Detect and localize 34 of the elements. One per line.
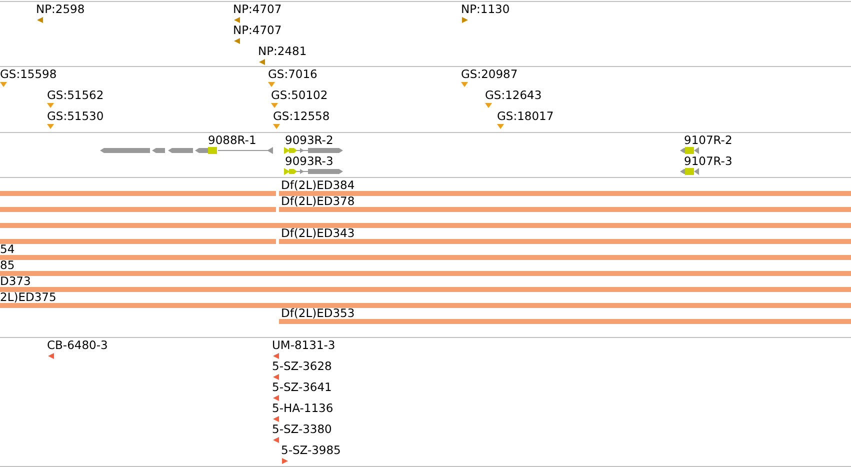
- feature-label: 5-HA-1136: [272, 402, 334, 415]
- feature-label: GS:20987: [461, 68, 518, 81]
- feature-label: NP:4707: [233, 24, 282, 37]
- feature-label: NP:2481: [258, 45, 307, 58]
- feature-label: NP:2598: [36, 3, 85, 16]
- feature-label: 2L)ED375: [0, 291, 56, 304]
- feature-label: 5-SZ-3641: [272, 381, 332, 394]
- feature-label: GS:7016: [268, 68, 318, 81]
- feature-label: 54: [0, 243, 15, 256]
- feature-label: Df(2L)ED384: [281, 179, 355, 192]
- feature-label: GS:50102: [271, 89, 328, 102]
- feature-label: Df(2L)ED343: [281, 227, 355, 240]
- feature-label: 9107R-2: [684, 134, 732, 147]
- feature-label: GS:12558: [273, 110, 330, 123]
- feature-label: 9107R-3: [684, 155, 732, 168]
- feature-label: GS:51530: [47, 110, 104, 123]
- feature-label: 5-SZ-3380: [272, 423, 332, 436]
- feature-label: GS:12643: [485, 89, 542, 102]
- feature-label: UM-8131-3: [272, 339, 336, 352]
- feature-label: Df(2L)ED353: [281, 307, 355, 320]
- feature-label: GS:18017: [497, 110, 554, 123]
- feature-label: CB-6480-3: [47, 339, 108, 352]
- feature-label: 5-SZ-3628: [272, 360, 332, 373]
- feature-label: 5-SZ-3985: [281, 444, 341, 457]
- feature-label: NP:1130: [461, 3, 510, 16]
- feature-label: 9093R-2: [285, 134, 334, 147]
- feature-label: 9093R-3: [285, 155, 334, 168]
- feature-label: Df(2L)ED378: [281, 195, 355, 208]
- feature-label: 9088R-1: [208, 134, 256, 147]
- feature-label: 85: [0, 259, 15, 272]
- feature-label: D373: [0, 275, 31, 288]
- feature-label: NP:4707: [233, 3, 282, 16]
- feature-label: GS:15598: [0, 68, 57, 81]
- feature-label: GS:51562: [47, 89, 104, 102]
